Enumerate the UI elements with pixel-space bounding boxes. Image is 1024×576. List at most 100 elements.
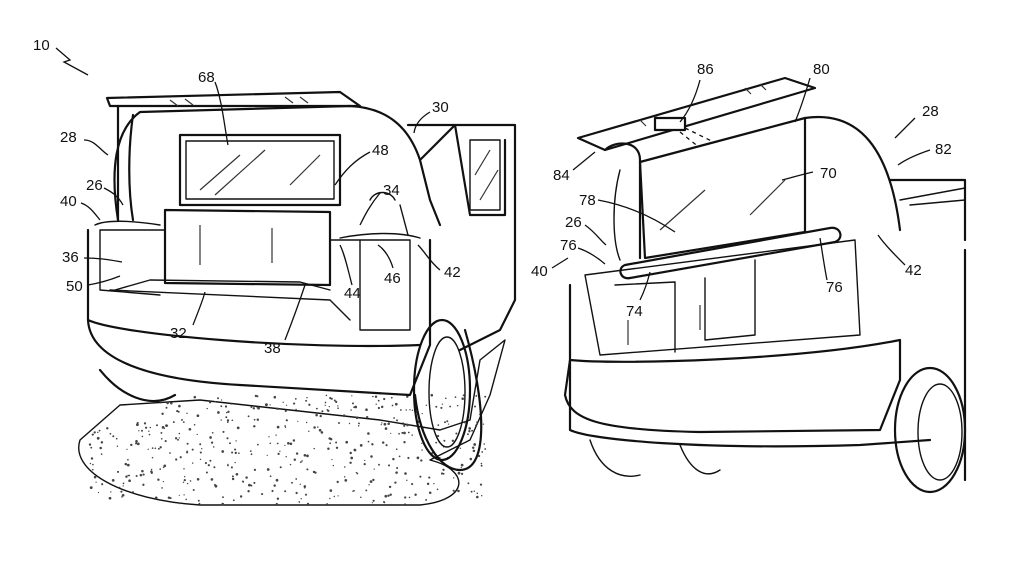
- ground-stipple-dot: [468, 430, 471, 433]
- ground-stipple-dot: [390, 396, 393, 399]
- ground-stipple-dot: [266, 468, 270, 471]
- ground-stipple-dot: [289, 442, 293, 446]
- ground-stipple-dot: [181, 418, 183, 421]
- ground-stipple-dot: [174, 437, 178, 440]
- ground-stipple-dot: [201, 448, 203, 450]
- ground-stipple-dot: [213, 466, 216, 469]
- ground-stipple-dot: [395, 448, 398, 450]
- ground-stipple-dot: [306, 396, 308, 399]
- ground-stipple-dot: [401, 431, 404, 434]
- right-vehicle-view: [563, 76, 967, 494]
- ground-stipple-dot: [475, 394, 478, 397]
- ground-stipple-dot: [108, 496, 112, 500]
- ground-stipple-dot: [411, 483, 414, 486]
- ground-stipple-dot: [269, 442, 272, 445]
- ground-stipple-dot: [292, 439, 296, 442]
- ground-stipple-dot: [426, 482, 430, 486]
- ground-stipple-dot: [192, 489, 195, 491]
- ground-stipple-dot: [139, 473, 143, 477]
- ground-stipple-dot: [298, 501, 301, 503]
- projector: [653, 116, 687, 132]
- ground-stipple-dot: [348, 422, 351, 425]
- ground-stipple-dot: [468, 427, 472, 430]
- ground-stipple-dot: [354, 405, 358, 409]
- ground-stipple-dot: [230, 466, 233, 469]
- ground-stipple-dot: [452, 489, 455, 492]
- ground-stipple-dot: [425, 404, 428, 407]
- ground-stipple-dot: [343, 476, 346, 478]
- ground-stipple-dot: [253, 468, 257, 472]
- ground-stipple-dot: [416, 456, 420, 460]
- ground-stipple-dot: [151, 447, 154, 449]
- ground-stipple-dot: [404, 472, 407, 475]
- ground-stipple-dot: [402, 422, 404, 424]
- ground-stipple-dot: [235, 472, 239, 476]
- ground-stipple-dot: [472, 449, 476, 453]
- ground-stipple-dot: [476, 492, 479, 495]
- ground-stipple-dot: [224, 405, 228, 408]
- ground-stipple-dot: [225, 416, 228, 419]
- ground-stipple-dot: [295, 408, 297, 411]
- ground-stipple-dot: [159, 446, 162, 449]
- ground-stipple-dot: [241, 480, 244, 483]
- ground-surface: [78, 339, 506, 506]
- ground-stipple-dot: [169, 452, 171, 454]
- ground-stipple-dot: [164, 440, 167, 443]
- ground-stipple-dot: [161, 412, 164, 416]
- ground-stipple-dot: [159, 468, 162, 470]
- ground-stipple-dot: [156, 424, 158, 427]
- ground-stipple-dot: [332, 464, 334, 467]
- ground-stipple-dot: [368, 484, 370, 486]
- ground-stipple-dot: [374, 395, 378, 399]
- ground-stipple-dot: [460, 466, 462, 469]
- ground-stipple-dot: [437, 424, 440, 426]
- ground-stipple-dot: [182, 481, 185, 484]
- ground-stipple-dot: [338, 422, 340, 424]
- ground-stipple-dot: [136, 442, 140, 446]
- ground-stipple-dot: [250, 484, 253, 487]
- ground-stipple-dot: [179, 456, 182, 459]
- ground-stipple-dot: [116, 470, 120, 473]
- ground-stipple-dot: [170, 402, 173, 405]
- ground-stipple-dot: [467, 482, 470, 485]
- ground-stipple-dot: [150, 468, 153, 471]
- ground-stipple-dot: [407, 456, 410, 460]
- ground-stipple-dot: [106, 427, 109, 430]
- ground-stipple-dot: [91, 468, 94, 471]
- ground-stipple-dot: [411, 409, 414, 412]
- ground-stipple-dot: [294, 397, 297, 400]
- ground-stipple-dot: [269, 404, 271, 406]
- ground-stipple-dot: [217, 397, 219, 400]
- ground-stipple-dot: [178, 502, 181, 505]
- ground-stipple-dot: [96, 436, 100, 440]
- ground-stipple-dot: [476, 421, 479, 424]
- ground-stipple-dot: [436, 488, 439, 491]
- ref-42-left: 42: [444, 264, 461, 281]
- ground-stipple-dot: [193, 395, 197, 399]
- ground-stipple-dot: [231, 451, 234, 454]
- vehicle-body-outline: [113, 104, 517, 352]
- ground-stipple-dot: [226, 437, 229, 440]
- ground-stipple-dot: [157, 478, 160, 481]
- ground-stipple-dot: [329, 489, 333, 492]
- ref-26-right: 26: [565, 214, 582, 231]
- ref-28-left: 28: [60, 129, 77, 146]
- ground-stipple-dot: [185, 498, 187, 501]
- rear-wheel-right: [893, 366, 967, 494]
- ground-stipple-dot: [449, 405, 452, 408]
- ground-stipple-dot: [301, 460, 303, 462]
- ground-stipple-dot: [407, 431, 410, 434]
- ground-stipple-dot: [425, 498, 428, 501]
- ground-stipple-dot: [132, 491, 134, 493]
- ground-stipple-dot: [394, 481, 397, 484]
- ground-stipple-dot: [461, 397, 464, 400]
- ground-stipple-dot: [160, 431, 163, 434]
- ground-stipple-dot: [142, 483, 145, 486]
- ground-stipple-dot: [248, 483, 251, 487]
- cargo-enclosure: [163, 208, 332, 287]
- ground-stipple-dot: [476, 495, 479, 499]
- ground-stipple-dot: [433, 483, 435, 485]
- ground-stipple-dot: [371, 502, 373, 504]
- ground-stipple-dot: [256, 406, 259, 409]
- ground-stipple-dot: [210, 478, 214, 481]
